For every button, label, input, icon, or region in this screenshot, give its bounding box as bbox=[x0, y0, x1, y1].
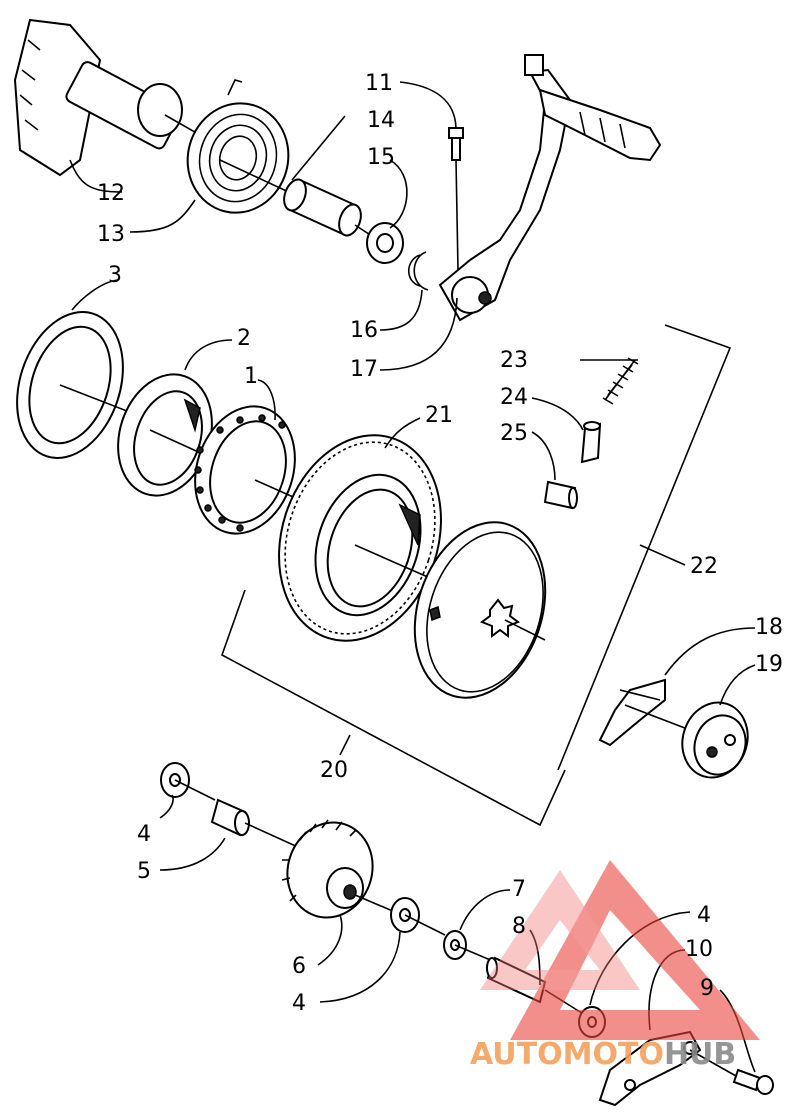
callout-15: 15 bbox=[367, 145, 395, 170]
callout-18: 18 bbox=[755, 615, 783, 640]
bushing-5-part bbox=[210, 798, 250, 837]
callout-3: 3 bbox=[108, 263, 122, 288]
spring-23-part bbox=[602, 357, 639, 405]
bearing-1-part bbox=[194, 405, 296, 535]
callout-8: 8 bbox=[512, 914, 526, 939]
watermark-logo bbox=[480, 860, 760, 1040]
callout-labels: 11 14 15 12 13 3 16 2 17 23 1 24 21 25 2… bbox=[97, 71, 783, 1016]
callout-4b: 4 bbox=[292, 991, 306, 1016]
callout-4c: 4 bbox=[697, 903, 711, 928]
clutch-hub-part bbox=[413, 521, 547, 699]
bolt-9-part bbox=[689, 1049, 774, 1095]
plate-18-part bbox=[598, 678, 666, 747]
idler-gear-6-part bbox=[281, 819, 374, 919]
callout-2: 2 bbox=[237, 326, 251, 351]
kick-lever-part bbox=[438, 54, 662, 322]
callout-13: 13 bbox=[97, 222, 125, 247]
callout-6: 6 bbox=[292, 954, 306, 979]
gear-19-part bbox=[681, 701, 749, 779]
callout-24: 24 bbox=[500, 385, 528, 410]
assembly-bracket-20 bbox=[221, 589, 566, 827]
callout-4a: 4 bbox=[137, 822, 151, 847]
assembly-bracket-22 bbox=[557, 324, 732, 771]
callout-11: 11 bbox=[365, 71, 393, 96]
washer-15-part bbox=[366, 222, 404, 264]
callout-7: 7 bbox=[512, 877, 526, 902]
callout-20: 20 bbox=[320, 758, 348, 783]
callout-9: 9 bbox=[700, 976, 714, 1001]
callout-17: 17 bbox=[350, 357, 378, 382]
callout-5: 5 bbox=[137, 859, 151, 884]
watermark-suffix: HUB bbox=[664, 1037, 736, 1072]
logo-triangle-icon bbox=[510, 860, 760, 1040]
callout-10: 10 bbox=[685, 937, 713, 962]
roller-25-part bbox=[543, 480, 578, 510]
watermark-text: AUTOMOTOHUB bbox=[470, 1037, 736, 1072]
shaft-8-part bbox=[486, 956, 547, 1004]
callout-22: 22 bbox=[690, 554, 718, 579]
callout-23: 23 bbox=[500, 348, 528, 373]
callout-19: 19 bbox=[755, 652, 783, 677]
callout-25: 25 bbox=[500, 421, 528, 446]
callout-14: 14 bbox=[367, 108, 395, 133]
ring-gear-21-part bbox=[278, 434, 442, 642]
bolt-11-part bbox=[448, 127, 464, 271]
sleeve-part bbox=[283, 178, 376, 239]
callout-1: 1 bbox=[244, 364, 258, 389]
clip-16-part bbox=[407, 251, 429, 291]
spring-part bbox=[186, 79, 296, 214]
callout-12: 12 bbox=[97, 181, 125, 206]
kick-starter-gear-part bbox=[13, 18, 201, 177]
callout-21: 21 bbox=[425, 403, 453, 428]
pin-24-part bbox=[580, 421, 602, 464]
seal-ring-3-part bbox=[16, 311, 124, 459]
watermark-prefix: AUTOMOTO bbox=[470, 1037, 664, 1072]
callout-16: 16 bbox=[350, 318, 378, 343]
